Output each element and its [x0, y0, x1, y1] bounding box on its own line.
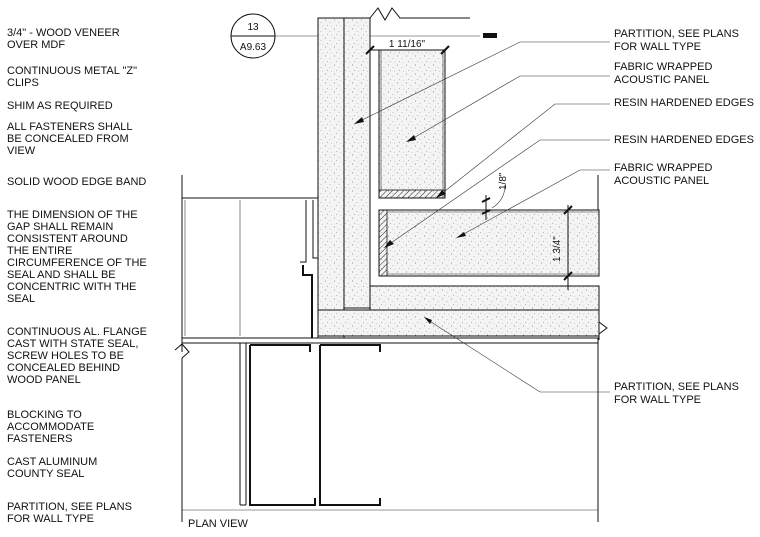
plan-view-title: PLAN VIEW	[188, 518, 249, 530]
right-notes: PARTITION, SEE PLANS FOR WALL TYPE FABRI…	[614, 28, 754, 406]
section-cut-marker	[483, 33, 497, 38]
vertical-partition	[317, 7, 470, 339]
break-line-top	[369, 7, 470, 21]
note-acoustic-panel-bottom: FABRIC WRAPPED ACOUSTIC PANEL	[614, 162, 715, 187]
horizontal-partition	[317, 285, 608, 340]
note-partition-bottom: PARTITION, SEE PLANS FOR WALL TYPE	[614, 381, 742, 406]
note-partition-top: PARTITION, SEE PLANS FOR WALL TYPE	[614, 28, 742, 53]
note-blocking: BLOCKING TO ACCOMMODATE FASTENERS	[7, 409, 97, 445]
break-line-right	[598, 286, 608, 340]
wood-panel-assembly	[181, 197, 319, 340]
note-wood-veneer: 3/4" - WOOD VENEER OVER MDF	[7, 27, 123, 51]
horizontal-acoustic-panel	[378, 209, 600, 277]
note-edge-band: SOLID WOOD EDGE BAND	[7, 176, 146, 188]
upper-acoustic-panel	[378, 49, 446, 199]
note-gap-dimension: THE DIMENSION OF THE GAP SHALL REMAIN CO…	[7, 209, 150, 305]
section-tag: 13 A9.63	[230, 13, 497, 59]
dim-gap: 1/8"	[498, 172, 509, 190]
note-partition-left: PARTITION, SEE PLANS FOR WALL TYPE	[7, 501, 135, 525]
note-fasteners: ALL FASTENERS SHALL BE CONCEALED FROM VI…	[7, 121, 135, 157]
view-title: PLAN VIEW	[188, 518, 249, 530]
dim-panel-depth: 1 11/16"	[389, 39, 426, 50]
note-shim: SHIM AS REQUIRED	[7, 100, 113, 112]
note-al-flange: CONTINUOUS AL. FLANGE CAST WITH STATE SE…	[7, 326, 150, 386]
al-flange	[181, 337, 599, 344]
section-number: 13	[247, 22, 259, 33]
note-acoustic-panel-top: FABRIC WRAPPED ACOUSTIC PANEL	[614, 61, 715, 86]
z-clip	[302, 265, 313, 340]
lower-stud-channels	[181, 337, 599, 511]
leaders	[354, 41, 610, 393]
dim-panel-thickness: 1 3/4"	[552, 236, 563, 262]
note-county-seal: CAST ALUMINUM COUNTY SEAL	[7, 456, 100, 480]
dimensions: 1 11/16" 1/8" 1 3/4"	[365, 39, 573, 290]
note-z-clips: CONTINUOUS METAL "Z" CLIPS	[7, 65, 140, 89]
note-resin-edges-1: RESIN HARDENED EDGES	[614, 97, 754, 109]
note-resin-edges-2: RESIN HARDENED EDGES	[614, 134, 754, 146]
left-notes: 3/4" - WOOD VENEER OVER MDF CONTINUOUS M…	[7, 27, 150, 525]
section-sheet: A9.63	[240, 42, 267, 53]
